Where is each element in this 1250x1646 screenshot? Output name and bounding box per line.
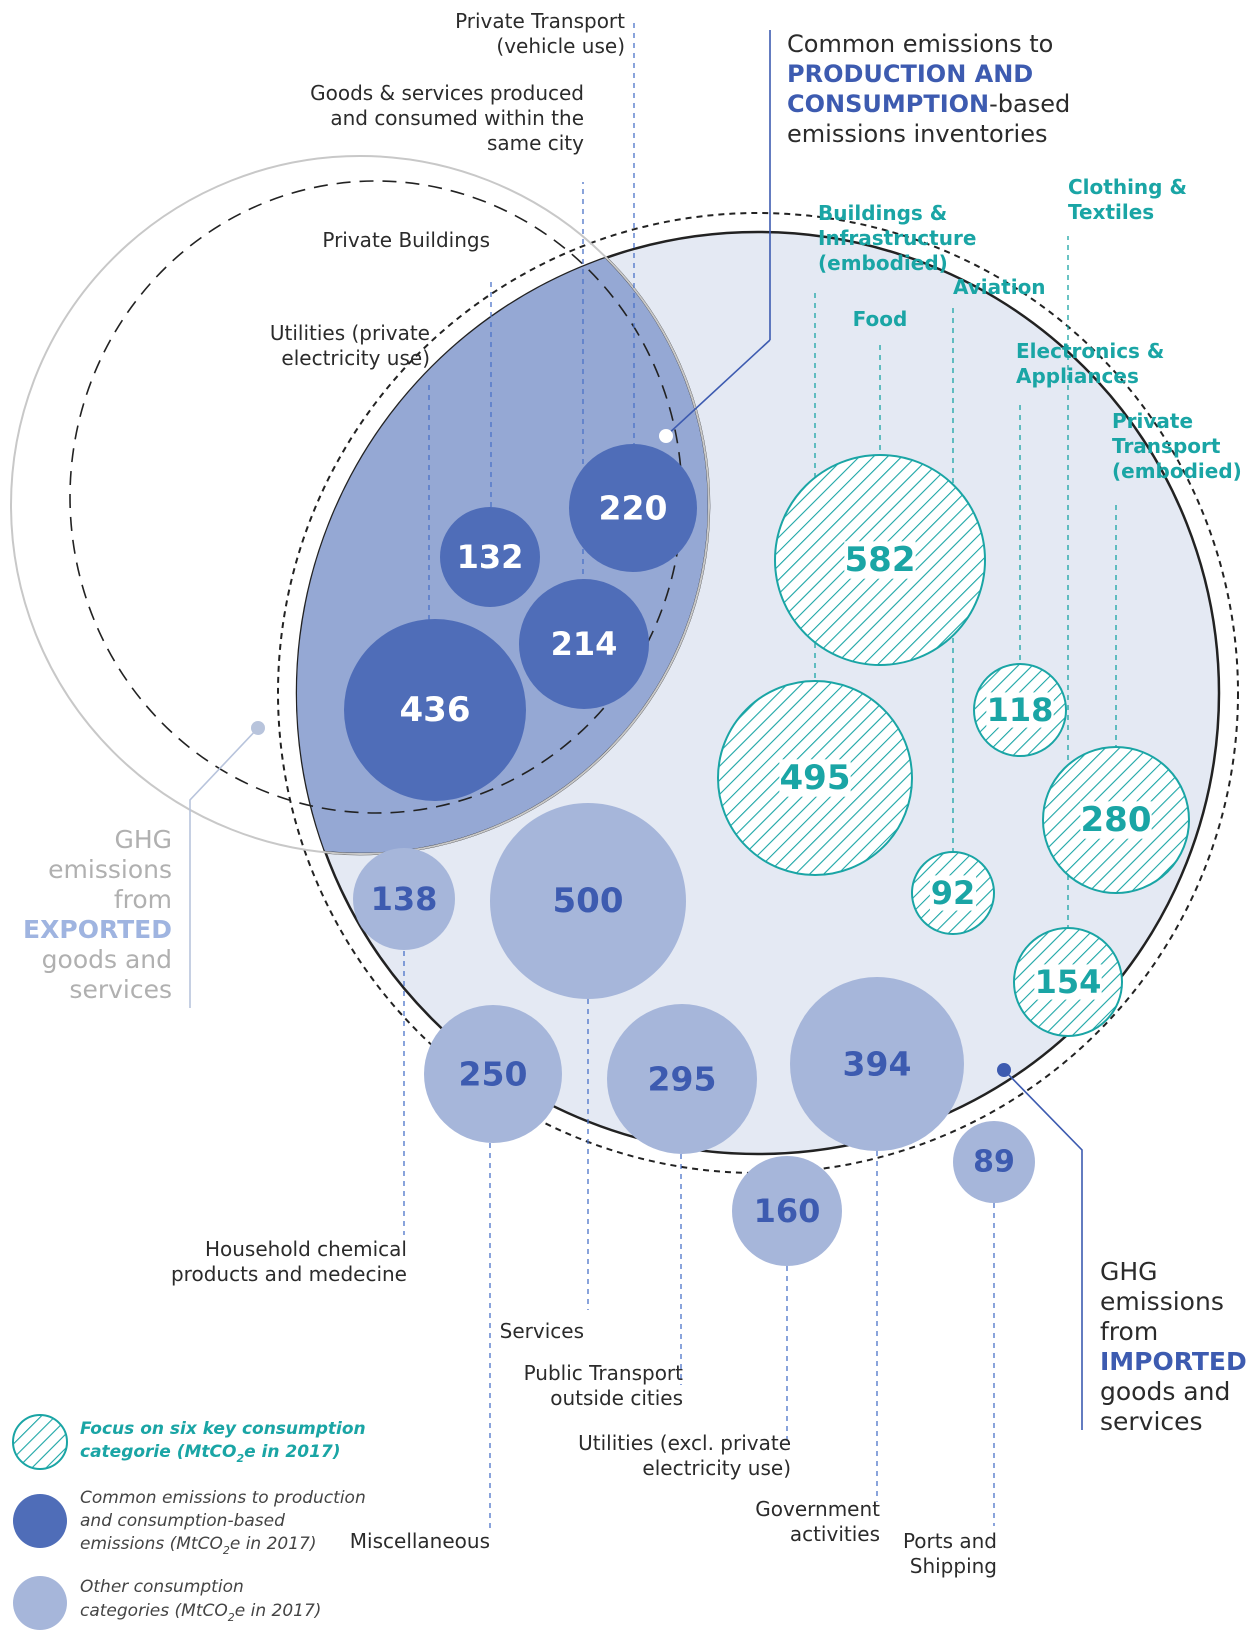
svg-text:EXPORTED: EXPORTED — [23, 915, 172, 944]
key-value-bg-495 — [779, 759, 851, 797]
common-value-220: 220 — [599, 489, 668, 528]
legend-common-swatch — [13, 1494, 67, 1548]
common-bubble-220 — [569, 444, 697, 572]
other-value-89: 89 — [973, 1145, 1015, 1180]
svg-text:from: from — [114, 885, 172, 914]
key-value-bg-154 — [1034, 964, 1102, 1000]
key-value-bg-118 — [986, 692, 1054, 728]
svg-text:Common emissions to production: Common emissions to production — [80, 1488, 366, 1508]
header-leader-dot — [659, 429, 673, 443]
common-value-436: 436 — [400, 690, 471, 730]
legend-key-swatch — [12, 1414, 68, 1470]
other-bubble-160 — [732, 1156, 842, 1266]
legend: Focus on six key consumption categorie (… — [12, 1414, 366, 1630]
key-value-154: 154 — [1035, 963, 1102, 1001]
svg-text:emissions (MtCO2e in 2017): emissions (MtCO2e in 2017) — [80, 1534, 317, 1557]
svg-text:services: services — [1100, 1407, 1203, 1436]
svg-text:emissions: emissions — [48, 855, 172, 884]
key-label-495: Buildings &Infrastructure(embodied) — [818, 201, 976, 275]
other-label-500: Services — [500, 1319, 584, 1343]
header-line1: Common emissions to — [787, 30, 1053, 58]
legend-other-swatch — [13, 1576, 67, 1630]
header-line2: PRODUCTION AND — [787, 60, 1033, 88]
key-label-582: Food — [853, 307, 908, 331]
other-bubble-89 — [953, 1121, 1035, 1203]
key-value-92: 92 — [931, 874, 976, 912]
common-bubble-436 — [344, 619, 526, 801]
svg-text:GHG: GHG — [114, 825, 172, 854]
key-value-582: 582 — [845, 540, 916, 580]
svg-text:emissions: emissions — [1100, 1287, 1224, 1316]
other-value-138: 138 — [371, 880, 438, 918]
exported-emissions-circle — [10, 155, 710, 855]
common-bubble-214 — [519, 579, 649, 709]
common-label-220: Private Transport(vehicle use) — [455, 9, 625, 58]
svg-text:services: services — [69, 975, 172, 1004]
header-line3: CONSUMPTION-based — [787, 90, 1070, 118]
other-bubble-394 — [790, 977, 964, 1151]
other-bubble-500 — [490, 803, 686, 999]
common-value-214: 214 — [551, 625, 618, 663]
header-line4: emissions inventories — [787, 120, 1047, 148]
imported-label: GHG emissions from IMPORTED goods and se… — [1100, 1257, 1247, 1436]
key-value-280: 280 — [1081, 800, 1152, 840]
other-bubble-295 — [607, 1004, 757, 1154]
other-bubble-250 — [424, 1005, 562, 1143]
svg-text:and consumption-based: and consumption-based — [80, 1511, 285, 1531]
other-value-250: 250 — [459, 1055, 528, 1094]
other-bubble-138 — [353, 848, 455, 950]
header-leader-diag — [665, 339, 771, 437]
exported-leader — [189, 727, 259, 1008]
imported-leader-dot — [997, 1063, 1011, 1077]
svg-text:GHG: GHG — [1100, 1257, 1158, 1286]
key-label-154: Clothing &Textiles — [1068, 175, 1187, 224]
key-value-495: 495 — [780, 758, 851, 798]
common-label-132: Private Buildings — [322, 228, 490, 252]
common-bubble-132 — [440, 507, 540, 607]
other-value-295: 295 — [648, 1060, 717, 1099]
key-label-92: Aviation — [953, 275, 1046, 299]
other-value-394: 394 — [843, 1045, 912, 1084]
svg-text:from: from — [1100, 1317, 1158, 1346]
svg-text:Focus on six key consumption: Focus on six key consumption — [80, 1419, 366, 1439]
common-value-132: 132 — [457, 538, 524, 576]
other-label-250: Miscellaneous — [350, 1529, 490, 1553]
key-value-bg-92 — [929, 875, 977, 911]
svg-text:IMPORTED: IMPORTED — [1100, 1347, 1247, 1376]
key-label-118: Electronics &Appliances — [1016, 339, 1164, 388]
exported-label: GHG emissions from EXPORTED goods and se… — [23, 825, 172, 1004]
key-value-bg-280 — [1080, 801, 1152, 839]
other-value-500: 500 — [553, 881, 624, 921]
svg-text:goods and: goods and — [1100, 1377, 1230, 1406]
svg-text:Other consumption: Other consumption — [80, 1577, 244, 1597]
exported-leader-dot — [251, 721, 265, 735]
svg-text:categories (MtCO2e in 2017): categories (MtCO2e in 2017) — [80, 1601, 321, 1624]
imported-leader — [1003, 1069, 1083, 1430]
bubbles: 436 132 214 220 582 495 118 280 92 154 138 500 250 29… — [344, 444, 1190, 1266]
svg-text:goods and: goods and — [42, 945, 172, 974]
svg-text:categorie (MtCO2e in 2017): categorie (MtCO2e in 2017) — [80, 1442, 341, 1465]
other-value-160: 160 — [754, 1192, 821, 1230]
key-value-bg-582 — [844, 541, 916, 579]
key-value-118: 118 — [987, 691, 1054, 729]
